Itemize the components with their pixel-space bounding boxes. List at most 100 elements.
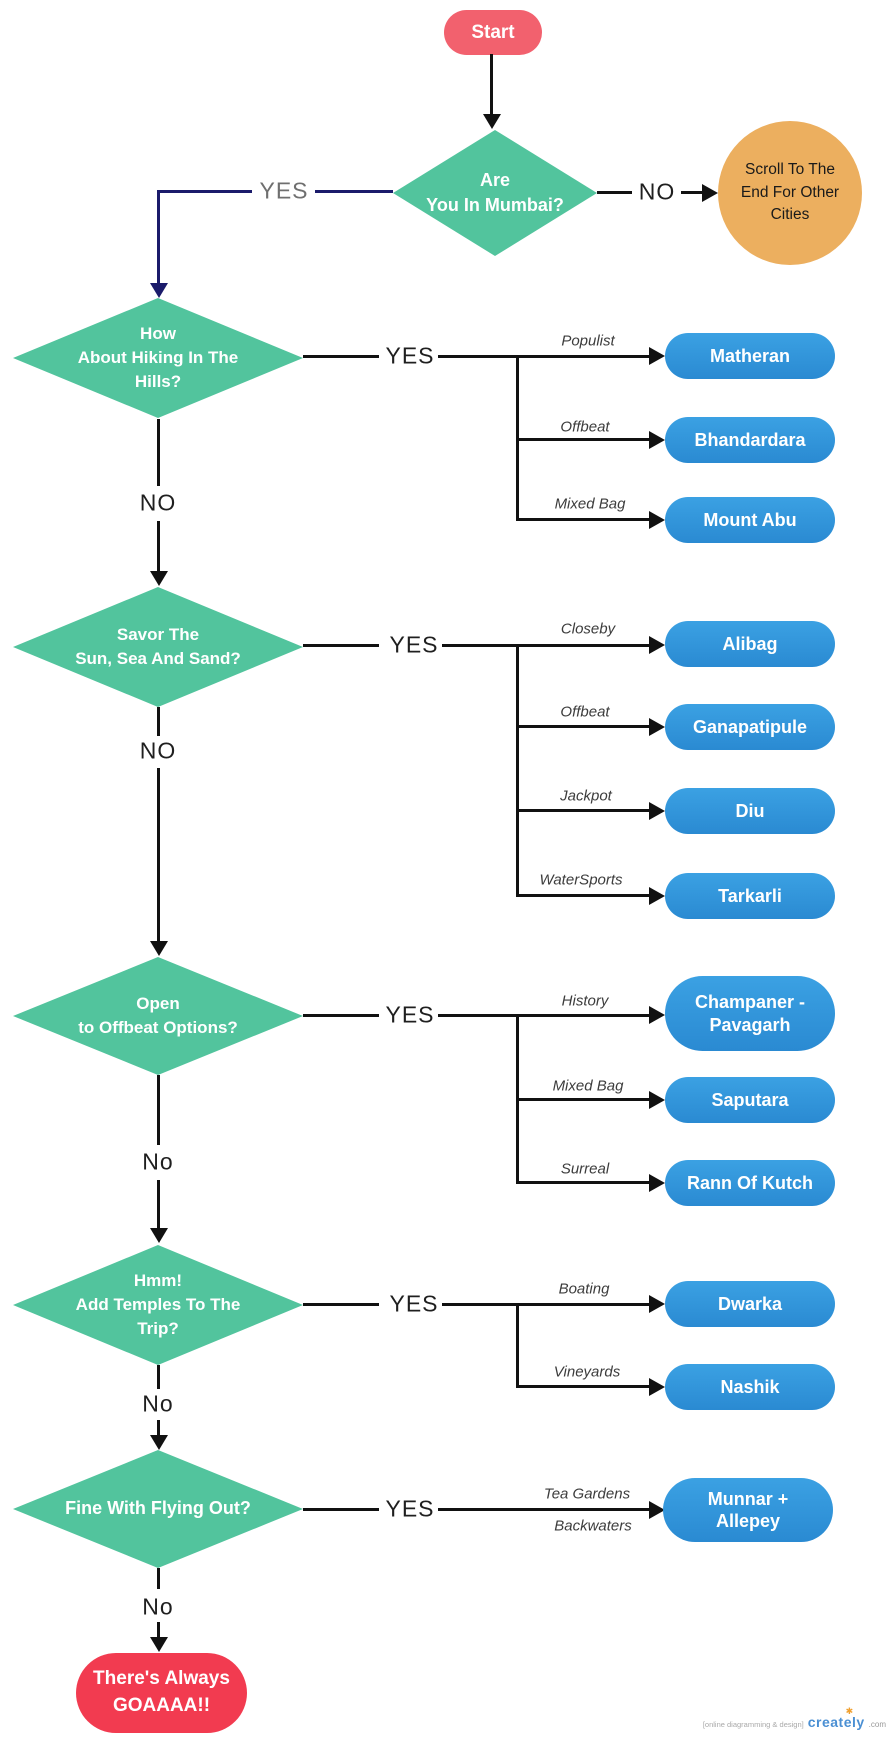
pill-text-line: Bhandardara — [694, 429, 806, 450]
decision-text-line: Hills? — [134, 371, 182, 391]
connector-line — [438, 355, 649, 358]
decision-offbeat-options: Open to Offbeat Options? — [13, 957, 303, 1075]
edge-label-no-mumbai: NO — [638, 178, 676, 205]
destination-tarkarli: Tarkarli — [665, 873, 835, 919]
connector-line — [157, 521, 160, 571]
connector-line — [516, 725, 649, 728]
destination-alibag: Alibag — [665, 621, 835, 667]
decision-text-line: You In Mumbai? — [426, 195, 564, 215]
arrow-down — [150, 1435, 168, 1450]
destination-nashik: Nashik — [665, 1364, 835, 1410]
edge-label-yes-flying: YES — [385, 1495, 435, 1522]
branch-label-mixed-bag: Mixed Bag — [552, 1077, 624, 1095]
connector-line — [303, 1014, 379, 1017]
connector-line — [315, 190, 393, 193]
creately-logo: creately ✱ — [807, 1706, 865, 1730]
connector-line — [516, 518, 649, 521]
branch-label-tea-gardens: Tea Gardens — [543, 1485, 631, 1503]
decision-text-line: Open — [136, 994, 180, 1014]
pill-text-line: Saputara — [711, 1089, 789, 1110]
watermark-tagline: [online diagramming & design] — [702, 1720, 804, 1729]
edge-label-yes-hiking: YES — [385, 342, 435, 369]
destination-dwarka: Dwarka — [665, 1281, 835, 1327]
watermark-domain-suffix: .com — [868, 1720, 886, 1729]
arrow-right — [649, 511, 665, 529]
branch-label-offbeat: Offbeat — [560, 418, 610, 436]
connector-line — [516, 644, 519, 897]
connector-line — [157, 1180, 160, 1228]
start-label: Start — [471, 21, 515, 43]
edge-label-no-hiking: NO — [139, 489, 177, 516]
arrow-down — [150, 1637, 168, 1652]
connector-line — [597, 191, 632, 194]
decision-add-temples: Hmm! Add Temples To The Trip? — [13, 1245, 303, 1365]
connector-line — [157, 419, 160, 486]
edge-label-no-offbeat: No — [142, 1148, 174, 1175]
circle-text-line: Cities — [770, 206, 810, 224]
arrow-right — [649, 718, 665, 736]
branch-label-history: History — [561, 992, 609, 1010]
connector-line — [516, 894, 649, 897]
arrow-right — [649, 1378, 665, 1396]
branch-label-jackpot: Jackpot — [560, 787, 612, 805]
connector-line — [160, 190, 252, 193]
arrow-right — [702, 184, 718, 202]
destination-matheran: Matheran — [665, 333, 835, 379]
connector-line — [157, 1075, 160, 1145]
decision-fine-with-flying-out: Fine With Flying Out? — [13, 1450, 303, 1568]
arrow-right — [649, 1091, 665, 1109]
connector-line — [516, 1385, 649, 1388]
connector-line — [157, 1420, 160, 1436]
start-node: Start — [444, 10, 542, 55]
decision-text-line: Are — [479, 169, 510, 190]
branch-label-vineyards: Vineyards — [553, 1363, 621, 1381]
end-text-line: GOAAAA!! — [112, 1695, 211, 1716]
decision-text-line: Savor The — [116, 625, 200, 645]
pill-text-line: Matheran — [709, 345, 790, 366]
connector-line — [157, 1365, 160, 1389]
pill-text-line: Ganapatipule — [692, 716, 808, 737]
arrow-down — [150, 1228, 168, 1243]
decision-are-you-in-mumbai: Are You In Mumbai? — [393, 130, 597, 256]
connector-line — [157, 1568, 160, 1589]
pill-text-line: Dwarka — [717, 1293, 783, 1314]
decision-text-line: Add Temples To The — [75, 1295, 241, 1315]
pill-text-line: Champaner - — [694, 992, 806, 1012]
creately-logo-text: creately — [807, 1714, 865, 1730]
pill-text-line: Munnar + — [707, 1488, 789, 1509]
connector-line — [438, 1508, 649, 1511]
branch-label-surreal: Surreal — [560, 1160, 610, 1178]
arrow-right — [649, 1501, 665, 1519]
connector-line — [157, 190, 160, 283]
destination-bhandardara: Bhandardara — [665, 417, 835, 463]
decision-text-line: Sun, Sea And Sand? — [75, 649, 241, 668]
edge-label-yes-offbeat: YES — [385, 1001, 435, 1028]
decision-hiking-in-the-hills: How About Hiking In The Hills? — [13, 298, 303, 418]
connector-line — [516, 809, 649, 812]
creately-sparkle-icon: ✱ — [845, 1706, 854, 1716]
destination-ganapatipule: Ganapatipule — [665, 704, 835, 750]
arrow-right — [649, 887, 665, 905]
end-text-line: There's Always — [93, 1668, 230, 1690]
pill-text-line: Nashik — [720, 1376, 780, 1397]
decision-text-line: to Offbeat Options? — [78, 1018, 238, 1037]
arrow-down — [483, 114, 501, 129]
pill-text-line: Mount Abu — [703, 509, 797, 530]
connector-line — [157, 1622, 160, 1638]
destination-diu: Diu — [665, 788, 835, 834]
pill-text-line: Pavagarh — [709, 1014, 791, 1035]
arrow-down — [150, 283, 168, 298]
pill-text-line: Allepey — [715, 1511, 781, 1531]
decision-text-line: How — [140, 324, 176, 344]
destination-munnar-allepey: Munnar + Allepey — [663, 1478, 833, 1542]
arrow-right — [649, 1295, 665, 1313]
arrow-down — [150, 571, 168, 586]
connector-line — [490, 54, 493, 115]
edge-label-no-flying: No — [142, 1593, 174, 1620]
connector-line — [442, 644, 649, 647]
connector-line — [438, 1014, 649, 1017]
arrow-right — [649, 431, 665, 449]
edge-label-no-beach: NO — [139, 737, 177, 764]
other-cities-node: Scroll To The End For Other Cities — [718, 121, 862, 265]
